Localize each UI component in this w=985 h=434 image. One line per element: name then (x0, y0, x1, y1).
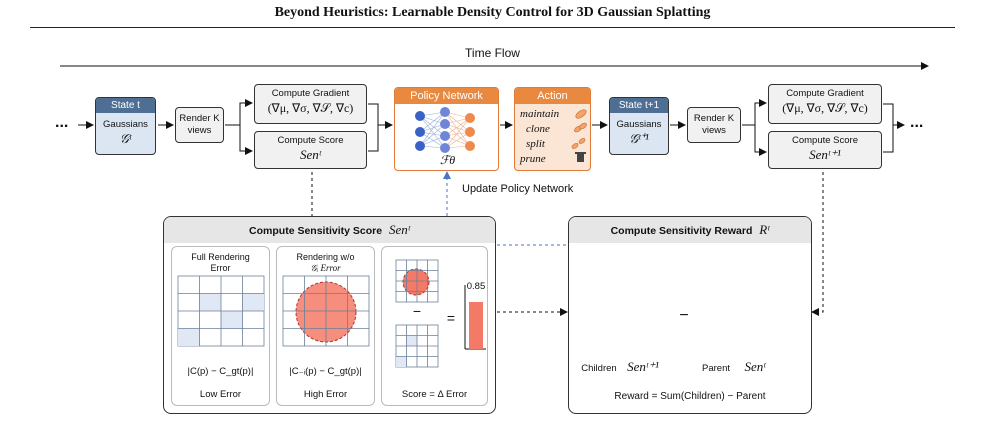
reward-caption: Reward = Sum(Children) − Parent (614, 391, 766, 402)
update-policy-label: Update Policy Network (462, 183, 574, 195)
formula-low: |C(p) − C_gt(p)| (187, 366, 254, 377)
state-t1-symbol: 𝒢ᵗ⁺¹ (629, 131, 649, 146)
gradient-formula: (∇μ, ∇σ, ∇𝒮, ∇c) (267, 101, 354, 115)
ellipsis-right: ... (910, 114, 924, 131)
neural-net-icon (415, 107, 475, 153)
formula-high: |C₋ᵢ(p) − C_gt(p)| (289, 366, 362, 377)
gradient-formula-2: (∇μ, ∇σ, ∇𝒮, ∇c) (782, 101, 868, 115)
page-title: Beyond Heuristics: Learnable Density Con… (274, 5, 711, 20)
sensitivity-reward-header: Compute Sensitivity Reward Rᵗ (569, 217, 811, 243)
state-t1-label: Gaussians (616, 119, 662, 130)
state-t-header: State t (96, 98, 155, 113)
render-k-views-box-2: Render K views (687, 107, 741, 143)
score-symbol-2: Senᵗ⁺¹ (809, 147, 841, 162)
low-error-label: Low Error (199, 389, 242, 400)
small-grid-top (395, 259, 439, 303)
score-symbol: Senᵗ (300, 147, 321, 162)
policy-network-header: Policy Network (395, 88, 498, 104)
sensitivity-reward-panel: Compute Sensitivity Reward Rᵗ (568, 216, 812, 414)
compute-score-label-2: Compute Score (791, 135, 858, 146)
small-grid-bottom (395, 324, 439, 368)
full-rendering-label: Full Rendering Error (191, 252, 250, 273)
compute-score-box-2: Compute Score Senᵗ⁺¹ (768, 131, 882, 169)
state-t1-header: State t+1 (610, 98, 668, 113)
action-prune: prune (520, 153, 546, 165)
state-t-symbol: 𝒢ᵗ (119, 131, 132, 146)
high-error-label: High Error (303, 389, 348, 400)
state-t1-box: State t+1 Gaussians 𝒢ᵗ⁺¹ (609, 97, 669, 155)
split-icon (571, 143, 579, 149)
compute-gradient-box-2: Compute Gradient (∇μ, ∇σ, ∇𝒮, ∇c) (768, 84, 882, 124)
policy-network-box: Policy Network ℱθ (394, 87, 499, 171)
rendering-without-symbol: 𝒢ᵢ Error (310, 263, 341, 273)
equals-sign: = (446, 310, 456, 326)
action-split: split (526, 138, 545, 150)
action-maintain: maintain (520, 108, 560, 120)
children-label: Children (581, 363, 617, 374)
sensitivity-score-symbol: Senᵗ (389, 222, 410, 237)
reward-minus-sign: − (679, 307, 689, 324)
compute-gradient-label-2: Compute Gradient (786, 88, 864, 99)
trash-icon (577, 154, 584, 162)
compute-gradient-label: Compute Gradient (271, 88, 350, 99)
compute-score-box: Compute Score Senᵗ (254, 131, 367, 169)
minus-sign: − (412, 303, 422, 319)
sensitivity-reward-symbol: Rᵗ (759, 222, 770, 237)
maintain-icon (575, 109, 587, 119)
compute-gradient-box: Compute Gradient (∇μ, ∇σ, ∇𝒮, ∇c) (254, 84, 367, 124)
sensitivity-score-title: Compute Sensitivity Score (249, 225, 383, 237)
score-caption: Score = Δ Error (401, 389, 468, 400)
sensitivity-score-header: Compute Sensitivity Score Senᵗ (164, 217, 495, 243)
action-clone: clone (526, 123, 550, 135)
action-box: Action maintain clone split prune (514, 87, 591, 171)
score-bar (469, 302, 483, 349)
score-value: 0.85 (466, 281, 486, 292)
rendering-without-grid (282, 275, 370, 347)
state-t-label: Gaussians (103, 119, 148, 130)
full-rendering-grid (177, 275, 265, 347)
rendering-without-label: Rendering w/o (296, 252, 355, 262)
score-bar-chart (464, 285, 486, 350)
ellipsis-left: ... (55, 114, 69, 131)
parent-symbol: Senᵗ (744, 359, 766, 374)
parent-label: Parent (702, 363, 730, 374)
policy-symbol: ℱθ (439, 153, 456, 167)
title-rule (30, 27, 955, 28)
sensitivity-reward-title: Compute Sensitivity Reward (610, 225, 753, 237)
compute-score-label: Compute Score (277, 135, 344, 146)
action-icons (571, 109, 587, 162)
action-header: Action (515, 88, 590, 104)
state-t-box: State t Gaussians 𝒢ᵗ (95, 97, 156, 155)
render-k-views-box: Render K views (175, 107, 224, 143)
time-flow-label: Time Flow (465, 46, 520, 60)
children-symbol: Senᵗ⁺¹ (627, 359, 659, 374)
